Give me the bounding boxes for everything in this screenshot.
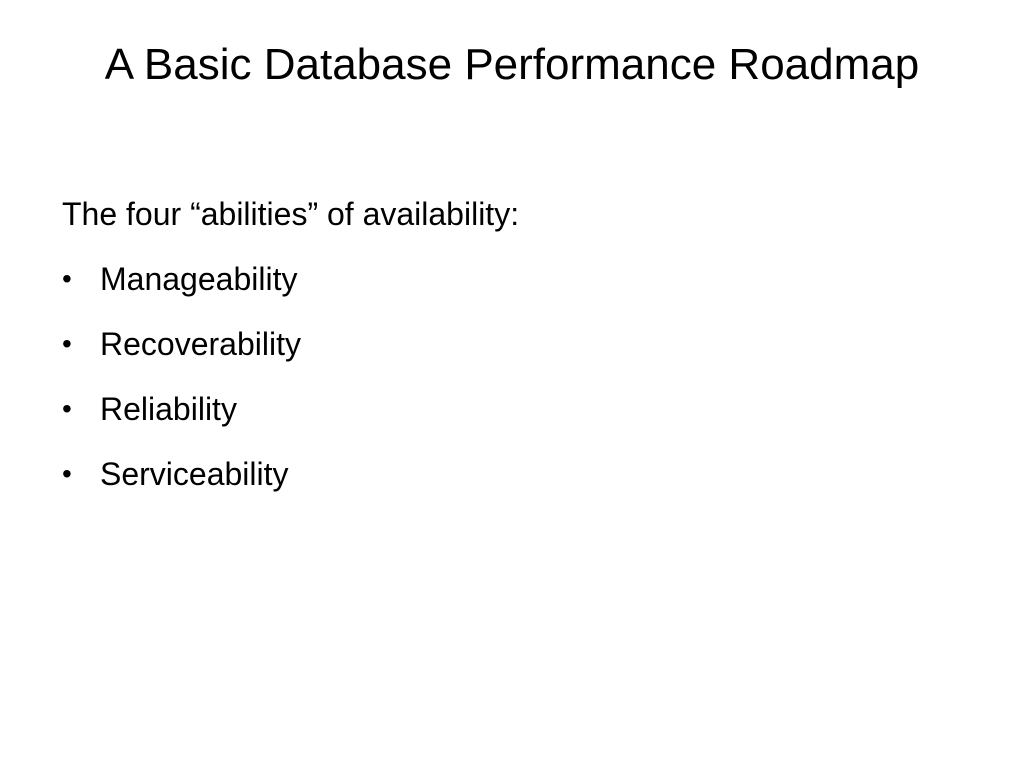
bullet-text: Manageability (100, 261, 298, 297)
bullet-icon: • (62, 263, 72, 294)
intro-text: The four “abilities” of availability: (62, 196, 520, 232)
bullet-item-recoverability: • Recoverability (62, 318, 962, 370)
bullet-text: Serviceability (100, 456, 289, 492)
bullet-item-serviceability: • Serviceability (62, 448, 962, 500)
bullet-icon: • (62, 458, 72, 489)
bullet-list: • Manageability • Recoverability • Relia… (62, 253, 962, 500)
bullet-icon: • (62, 393, 72, 424)
bullet-item-reliability: • Reliability (62, 383, 962, 435)
bullet-text: Reliability (100, 391, 237, 427)
slide-title: A Basic Database Performance Roadmap (104, 40, 920, 89)
bullet-icon: • (62, 328, 72, 359)
bullet-item-manageability: • Manageability (62, 253, 962, 305)
bullet-text: Recoverability (100, 326, 301, 362)
slide-body: The four “abilities” of availability: • … (62, 188, 962, 513)
